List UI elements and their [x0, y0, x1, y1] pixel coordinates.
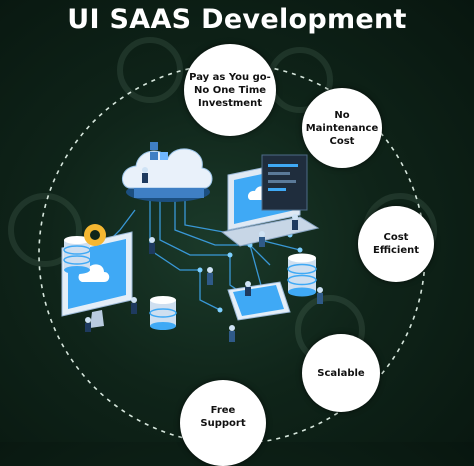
- database-icon-center: [149, 296, 177, 330]
- people-icons: [85, 167, 323, 342]
- block-stack-icon: [150, 142, 168, 160]
- page-title: UI SAAS Development: [67, 4, 407, 35]
- feature-label: Pay as You go- No One Time Investment: [189, 71, 271, 109]
- feature-scalable: Scalable: [302, 334, 380, 412]
- phone-icon: [227, 281, 291, 321]
- feature-label: No Maintenance Cost: [305, 109, 379, 147]
- feature-label: Cost Efficient: [372, 232, 420, 256]
- feature-no-maintenance-cost: No Maintenance Cost: [302, 88, 382, 168]
- background-decor: [8, 37, 437, 365]
- feature-label: Free Support: [200, 405, 246, 429]
- feature-label: Scalable: [317, 367, 365, 379]
- feature-free-support: Free Support: [180, 380, 266, 466]
- code-panel-icon: [261, 154, 308, 211]
- feature-cost-efficient: Cost Efficient: [358, 206, 434, 282]
- database-icon-left: [63, 236, 91, 274]
- feature-pay-as-you-go: Pay as You go- No One Time Investment: [184, 44, 276, 136]
- database-icon-right: [287, 253, 317, 297]
- sync-gear-icon: [84, 224, 106, 246]
